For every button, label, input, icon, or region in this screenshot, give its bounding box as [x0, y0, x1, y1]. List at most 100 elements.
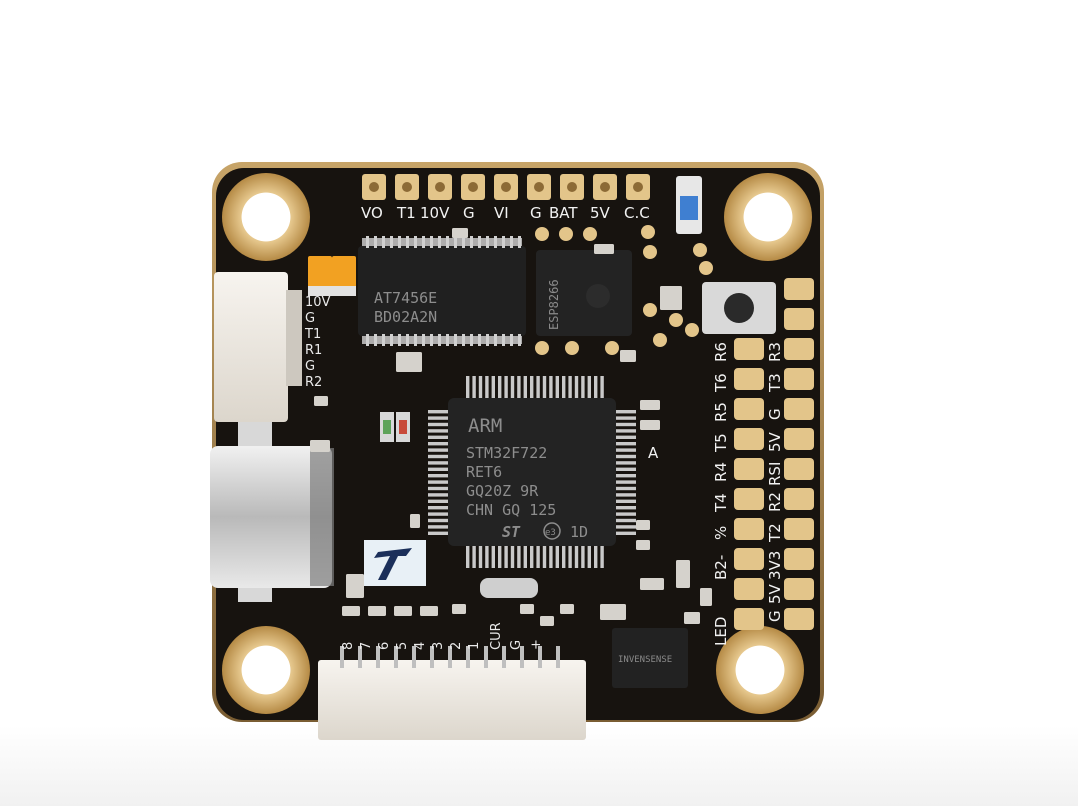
right-outer-pad: [784, 368, 814, 390]
mcu-pin: [466, 546, 470, 568]
smd-part: [314, 396, 328, 406]
pad-label-10v: 10V: [420, 204, 450, 222]
mcu-pin: [517, 546, 521, 568]
right-label-r2: R2: [766, 492, 784, 512]
bottom-label-3: 3: [431, 642, 446, 650]
mcu-pin: [517, 376, 521, 398]
mcu-pin: [428, 410, 448, 414]
right-outer-pad: [784, 278, 814, 300]
mcu-pin: [562, 546, 566, 568]
pad-label-g1: G: [463, 204, 475, 222]
mcu-pin: [428, 416, 448, 420]
solder-pad: [699, 261, 713, 275]
osd-pin: [430, 236, 433, 248]
mcu-chip: ARM STM32F722 RET6 GQ20Z 9R CHN GQ 125 S…: [428, 376, 636, 568]
top-pad-via: [567, 182, 577, 192]
solder-pad: [693, 243, 707, 257]
tantalum-capacitors: [308, 256, 356, 296]
mounting-hole-bottom-left: [222, 626, 310, 714]
top-pad-via: [435, 182, 445, 192]
solder-pad: [583, 227, 597, 241]
right-label-g2: G: [766, 610, 784, 622]
mcu-e3-badge-text: e3: [545, 528, 556, 538]
mcu-pin: [616, 429, 636, 433]
connector-pin: [538, 646, 542, 668]
right-outer-pad: [784, 398, 814, 420]
osd-pin: [366, 334, 369, 346]
mcu-pin: [594, 376, 598, 398]
right-inner-pad: [734, 608, 764, 630]
mcu-pin: [530, 546, 534, 568]
right-label-r4: R4: [712, 462, 730, 482]
mcu-pin: [428, 448, 448, 452]
mounting-holes: [222, 173, 812, 714]
osd-pin: [510, 236, 513, 248]
connector-pin: [340, 646, 344, 668]
bottom-label-5: 5: [395, 642, 410, 650]
mcu-code: 1D: [570, 523, 588, 541]
bottom-label-cur: CUR: [489, 622, 504, 650]
mcu-pin: [428, 467, 448, 471]
wifi-chip-line: ESP8266: [547, 279, 561, 330]
mcu-pin: [616, 461, 636, 465]
right-inner-pad: [734, 518, 764, 540]
mcu-pin: [491, 546, 495, 568]
right-label-g: G: [766, 408, 784, 420]
right-inner-pad: [734, 428, 764, 450]
mcu-pin: [616, 499, 636, 503]
smd-part: [684, 612, 700, 624]
mcu-pin: [616, 448, 636, 452]
osd-pin: [454, 236, 457, 248]
pad-label-g2: G: [530, 204, 542, 222]
osd-pin: [422, 236, 425, 248]
mcu-pin: [587, 376, 591, 398]
smd-part: [368, 606, 386, 616]
mcu-pin: [616, 525, 636, 529]
mounting-hole-top-left: [222, 173, 310, 261]
bottom-pin-labels: 8 7 6 5 4 3 2 1 CUR G +: [341, 622, 544, 650]
mcu-pin: [523, 546, 527, 568]
mcu-pin: [616, 416, 636, 420]
connector-pin: [412, 646, 416, 668]
right-label-r6: R6: [712, 342, 730, 362]
usb-c-port-icon: [210, 422, 334, 602]
smd-part: [640, 400, 660, 410]
right-inner-labels: R6 T6 R5 T5 R4 T4 % B2- LED: [712, 342, 730, 646]
smd-part: [600, 604, 626, 620]
right-inner-pad: [734, 368, 764, 390]
osd-pin: [398, 236, 401, 248]
wifi-chip: ESP8266: [536, 250, 632, 336]
mcu-pin: [504, 546, 508, 568]
smd-part: [560, 604, 574, 614]
mcu-pin: [428, 429, 448, 433]
mcu-pin: [616, 506, 636, 510]
imu-chip: INVENSENSE: [612, 628, 688, 688]
smd-part: [620, 350, 636, 362]
right-outer-pad: [784, 548, 814, 570]
connector-pin: [394, 646, 398, 668]
bottom-label-6: 6: [377, 642, 392, 650]
mcu-pin: [428, 486, 448, 491]
pad-label-vi: VI: [494, 204, 509, 222]
right-label-3v3: 3V3: [766, 551, 784, 580]
mcu-pin: [478, 546, 483, 568]
mcu-pin: [478, 376, 483, 398]
pad-label-5v: 5V: [590, 204, 611, 222]
right-label-t3: T3: [766, 373, 784, 393]
mcu-pin: [542, 376, 547, 398]
right-label-b2: B2-: [712, 555, 730, 580]
pad-label-t1: T1: [396, 204, 416, 222]
smd-part: [640, 578, 664, 590]
smd-part: [594, 244, 614, 254]
mounting-hole-top-right: [724, 173, 812, 261]
top-pad-via: [600, 182, 610, 192]
smd-part: [420, 606, 438, 616]
left-connector-labels: 10V G T1 R1 G R2: [304, 295, 331, 390]
right-outer-labels: R3 T3 G 5V RSI R2 T2 3V3 5V G: [766, 342, 784, 622]
osd-pin: [382, 334, 385, 346]
mcu-pin: [472, 546, 476, 568]
smd-part: [394, 606, 412, 616]
t-logo-icon: [364, 540, 426, 586]
smd-part: [676, 560, 690, 588]
